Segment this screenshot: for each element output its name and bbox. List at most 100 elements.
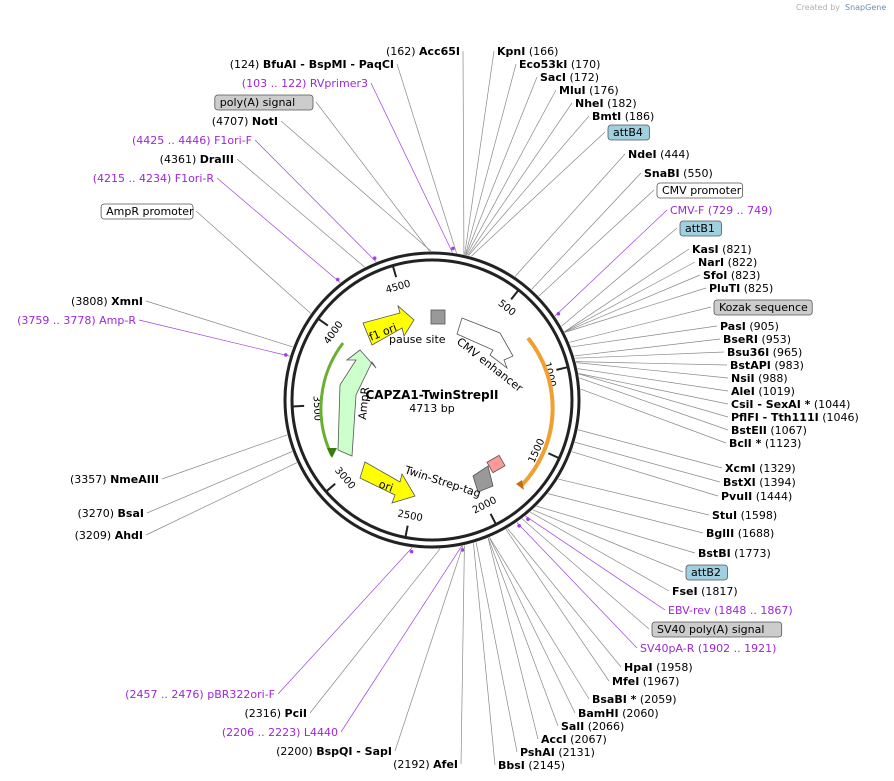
enzyme-label-text: KpnI (166) [497,45,558,58]
enzyme-name: SalI [561,720,584,733]
primer-name: CMV-F [670,204,704,217]
ampr-arc-head [327,448,337,458]
enzyme-name: SnaBI [644,167,680,180]
enzyme-name: BstXI [723,476,756,489]
enzyme-name: PciI [285,707,307,720]
enzyme-name: AccI [541,733,567,746]
feature-label-6: attB4 [607,124,650,141]
enzyme-name: BsaI [118,507,144,520]
enzyme-label-text: BstXI (1394) [723,476,796,489]
enzyme-name: PvuII [721,490,752,503]
enzyme-position: (905) [749,320,779,333]
enzyme-label-28: BstXI (1394) [723,476,796,489]
enzyme-name: KasI [692,243,719,256]
enzyme-label-4: (4707) NotI [212,115,278,128]
enzyme-label-3: MluI (176) [559,84,619,97]
primer-range: (729 .. 749) [704,204,772,217]
ori-feature [359,461,416,504]
enzyme-label-text: BamHI (2060) [578,707,659,720]
enzyme-position: (2066) [588,720,625,733]
enzyme-label-text: BstEII (1067) [731,424,807,437]
enzyme-label-44: PshAI (2131) [520,746,595,759]
primer-site-mark [409,549,414,554]
enzyme-position: (953) [761,333,791,346]
enzyme-label-text: FseI (1817) [672,585,738,598]
enzyme-label-42: SalI (2066) [561,720,624,733]
enzyme-name: NotI [252,115,278,128]
enzyme-name: BspQI - SapI [316,745,392,758]
tick-label: 2500 [396,509,423,525]
primer-label-37: SV40pA-R (1902 .. 1921) [640,642,776,655]
enzyme-position: (2200) [276,745,313,758]
label-connector [578,373,729,405]
enzyme-name: NmeAIII [110,473,159,486]
pause-site-label: pause site [389,333,446,346]
label-connector [145,462,297,536]
enzyme-label-17: PasI (905) [720,320,779,333]
enzyme-label-text: PluTI (825) [709,282,773,295]
enzyme-name: SacI [540,71,566,84]
enzyme-label-29: PvuII (1444) [721,490,792,503]
enzyme-label-7: NdeI (444) [628,148,690,161]
enzyme-name: BsaBI * [592,693,637,706]
enzyme-label-19: Bsu36I (965) [727,346,802,359]
label-connector [465,76,538,256]
label-connector [514,153,626,277]
enzyme-label-8: SnaBI (550) [644,167,713,180]
tick-label: 3000 [332,465,357,491]
tick-mark [325,482,336,493]
enzyme-position: (4707) [212,115,249,128]
label-connector [575,351,725,359]
primer-name: pBR322ori-F [207,688,275,701]
feature-label-box [607,124,650,141]
enzyme-position: (1817) [701,585,738,598]
label-connector [579,377,729,431]
enzyme-label-18: BseRI (953) [723,333,791,346]
primer-range: (3759 .. 3778) [17,314,99,327]
label-connectors [138,50,729,766]
primer-range: (4215 .. 4234) [93,172,175,185]
primer-name: EBV-rev [668,604,711,617]
enzyme-label-1: Eco53kI (170) [519,58,600,71]
enzyme-label-text: (2192) AfeI [393,758,458,771]
backbone-outer [283,251,581,549]
feature-label-box [656,182,743,199]
enzyme-label-1: (124) BfuAI - BspMI - PaqCI [230,58,394,71]
feature-label-box [100,203,194,220]
enzyme-position: (162) [386,45,416,58]
enzyme-position: (1123) [765,437,802,450]
enzyme-label-43: AccI (2067) [541,733,607,746]
enzyme-position: (2067) [570,733,607,746]
feature-label-box [214,94,314,111]
feature-label-box [713,299,813,316]
tick-mark [547,452,560,460]
feature-label-9: CMV promoter [656,182,743,199]
primer-label-35: EBV-rev (1848 .. 1867) [668,604,793,617]
enzyme-position: (166) [529,45,559,58]
enzyme-label-26: BclI * (1123) [729,437,801,450]
label-connector [529,511,670,592]
primer-range: (2457 .. 2476) [125,688,207,701]
enzyme-label-text: StuI (1598) [712,509,777,522]
enzyme-label-40: BsaBI * (2059) [592,693,677,706]
enzyme-label-text: (3808) XmnI [71,295,143,308]
credit-brand: SnapGene [845,3,886,12]
enzyme-position: (1394) [759,476,796,489]
enzyme-position: (3357) [70,473,107,486]
primer-name: SV40pA-R [640,642,695,655]
enzyme-position: (1444) [756,490,793,503]
primer-range: (103 .. 122) [242,77,310,90]
ampr-arc [319,342,345,457]
label-connector [525,515,666,611]
label-connector [574,338,721,357]
enzyme-label-34: FseI (1817) [672,585,738,598]
label-connector [576,362,729,379]
label-connector [487,537,539,740]
enzyme-label-5: BmtI (186) [592,110,654,123]
enzyme-label-0: KpnI (166) [497,45,558,58]
feature-label-text: attB1 [685,222,715,235]
enzyme-label-24: PflFI - Tth111I (1046) [731,411,859,424]
enzyme-position: (822) [728,256,758,269]
enzyme-label-text: BmtI (186) [592,110,654,123]
enzyme-name: BstEII [731,424,767,437]
